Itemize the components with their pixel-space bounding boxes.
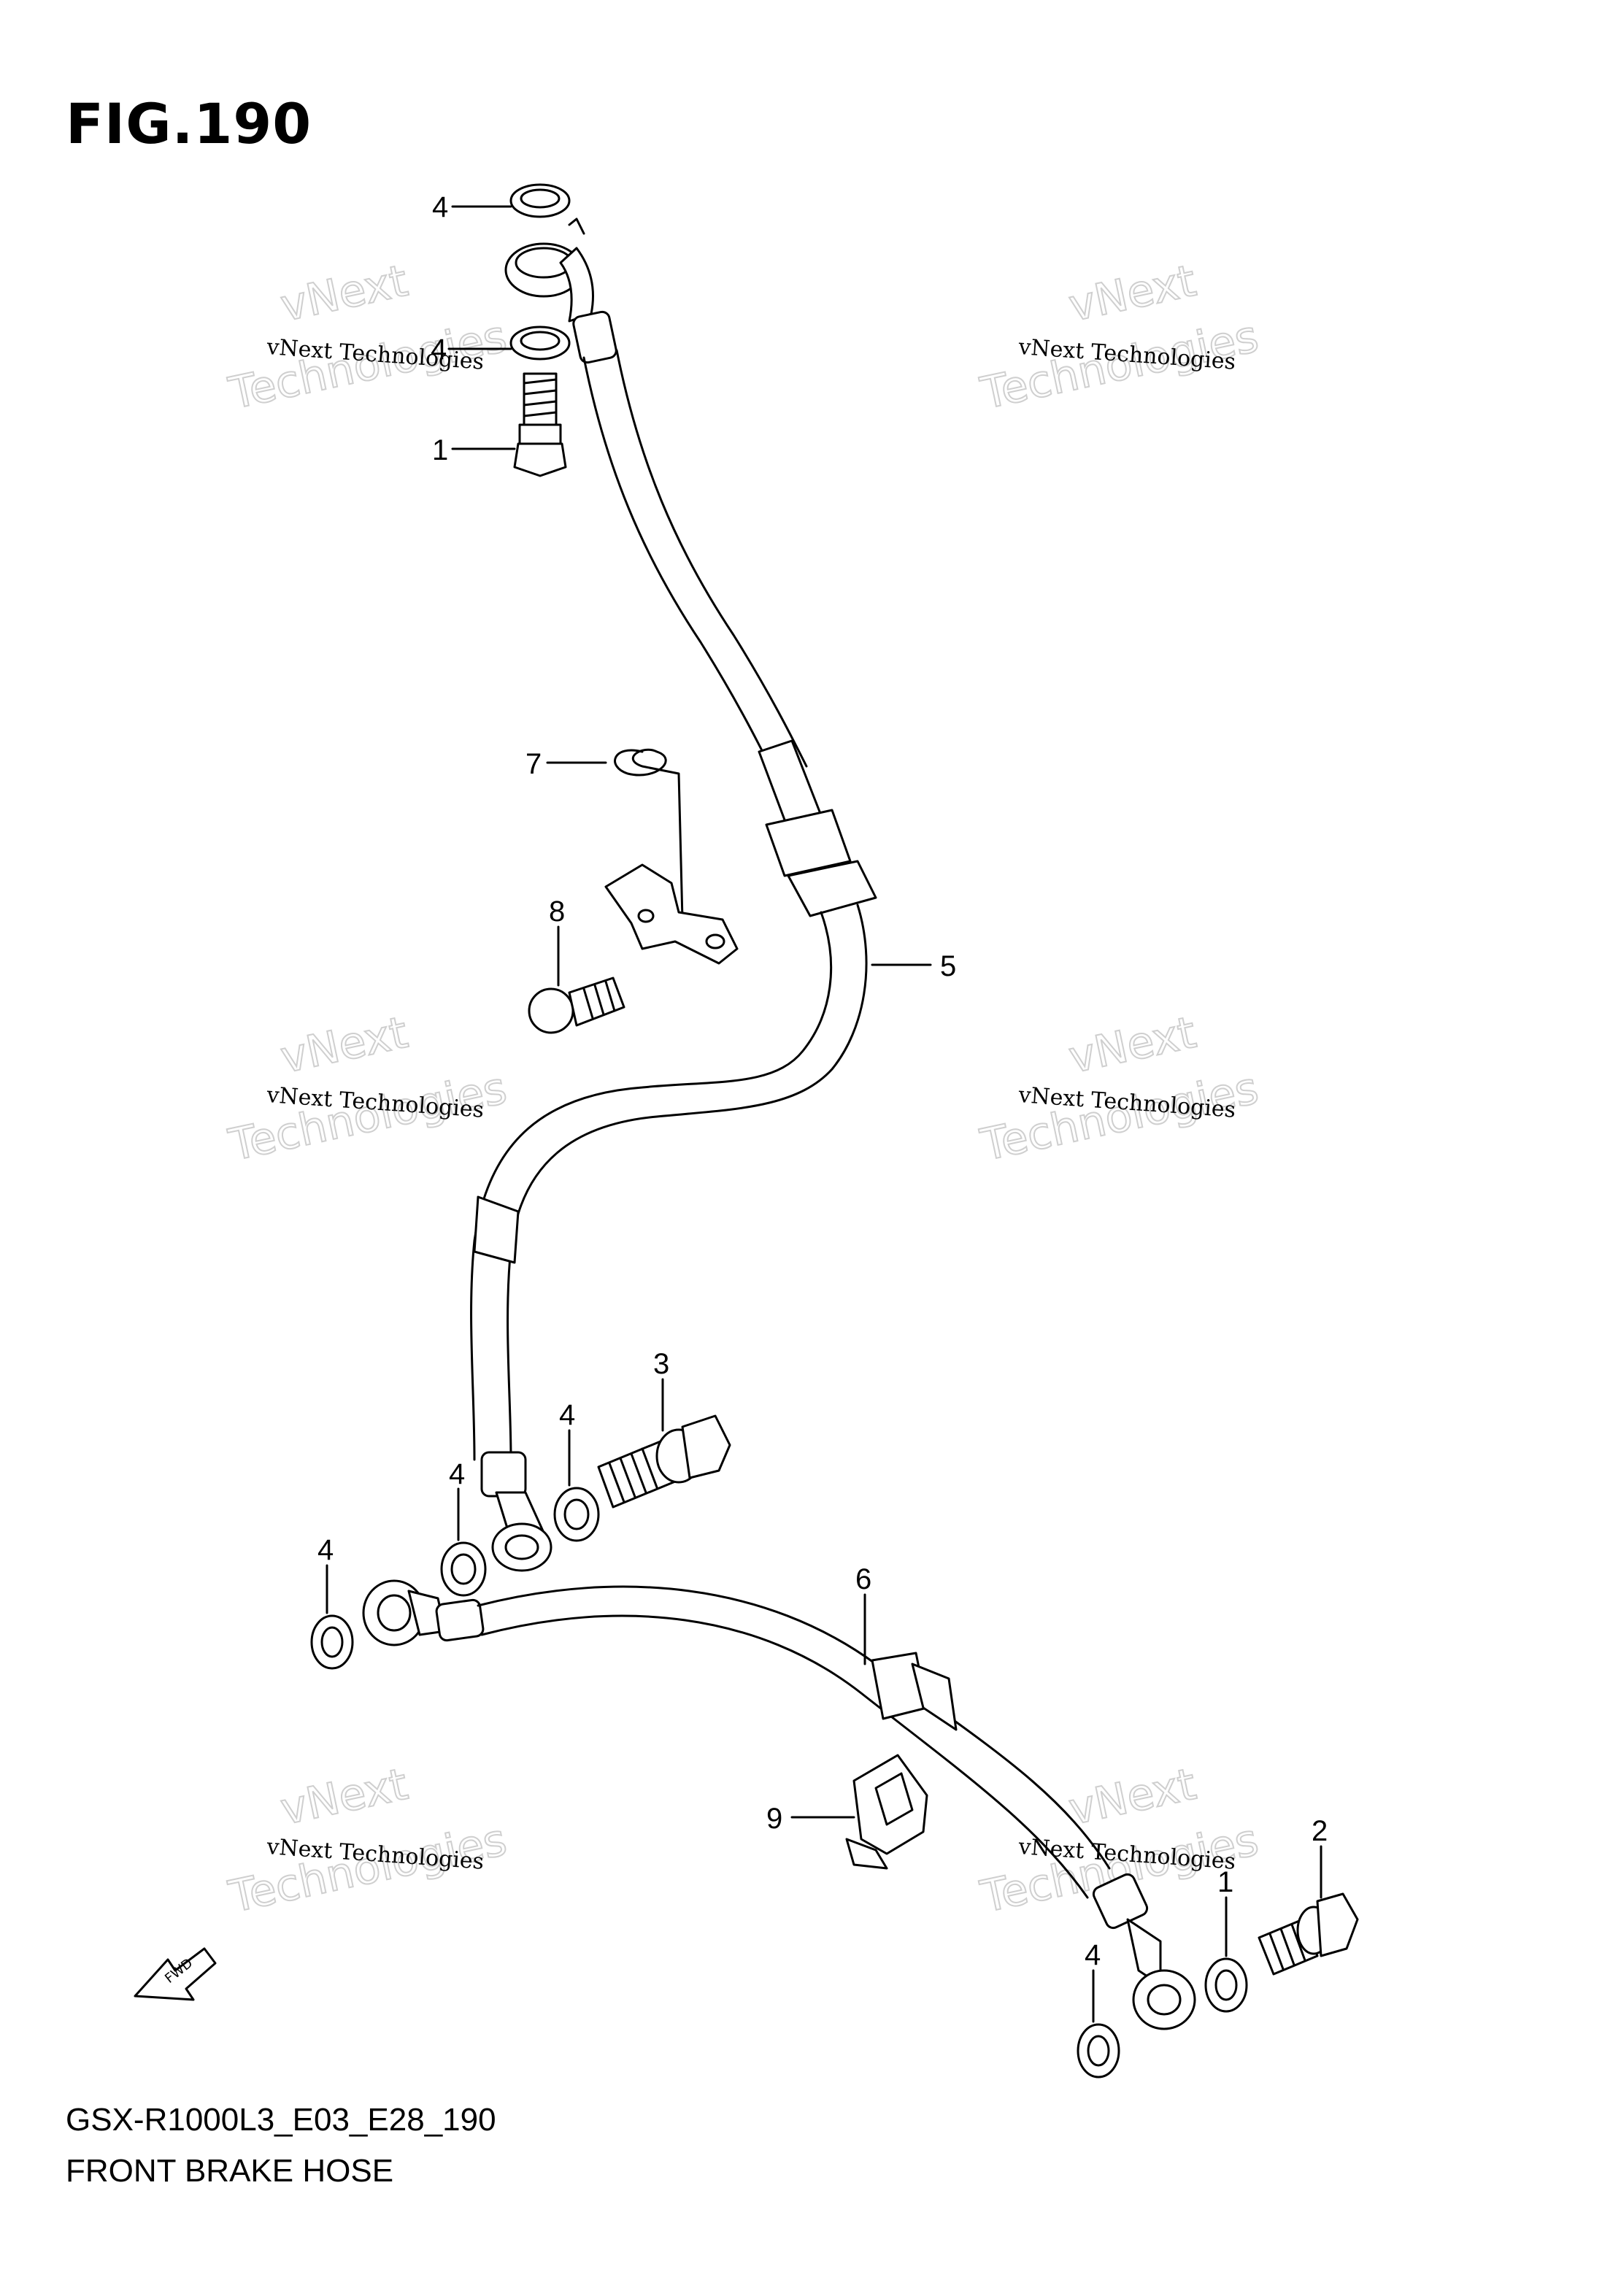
bolt-head — [1316, 1892, 1359, 1957]
top-banjo-neck — [559, 247, 594, 323]
callout-4-top: 4 — [432, 191, 448, 223]
bolt-collar — [518, 423, 562, 445]
callout-2: 2 — [1312, 1815, 1328, 1847]
washer-inner — [520, 331, 561, 351]
watermark-big-vnext: vNext — [277, 1007, 412, 1084]
washer-inner — [320, 1626, 344, 1658]
lower-hose-grommet-side — [911, 1663, 958, 1731]
clamp-body — [852, 1754, 928, 1855]
left-banjo-hole — [377, 1594, 412, 1632]
watermark-big-vnext: vNext — [1065, 1759, 1201, 1835]
watermark-big-vnext: vNext — [1065, 1007, 1201, 1084]
bolt-head — [528, 987, 574, 1034]
hose-bracket — [604, 863, 739, 965]
lower-hose-bottom-edge — [480, 1614, 1089, 1899]
bolt-thread-lines — [1268, 1923, 1306, 1971]
top-washer-upper — [509, 183, 571, 218]
lower-hose-top-edge — [477, 1585, 1111, 1870]
callout-labels: 4 4 1 7 8 5 3 4 4 4 6 9 2 1 4 — [317, 191, 1328, 1971]
middle-washer-left — [440, 1541, 487, 1597]
right-washer-lower — [1077, 2023, 1120, 2079]
watermark-top-right: vNext Technologies vNext Technologies — [976, 255, 1264, 420]
bolt-head — [513, 442, 567, 477]
bolt-shank — [568, 976, 625, 1027]
callout-4-mid-right: 4 — [559, 1399, 575, 1431]
clip-wire — [614, 748, 684, 921]
watermark-big-vnext: vNext — [277, 1759, 412, 1835]
callout-4-second: 4 — [431, 334, 447, 366]
washer-inner — [563, 1498, 590, 1530]
middle-washer-right — [553, 1487, 600, 1542]
bracket-plate — [604, 863, 739, 965]
clamp-inner — [874, 1772, 914, 1826]
lower-hose-sleeve — [473, 1195, 520, 1264]
bolt-thread-lines — [523, 378, 558, 417]
lower-brake-hose-6 — [362, 1579, 1196, 2030]
callout-6: 6 — [855, 1563, 871, 1595]
bolt-head — [681, 1414, 731, 1479]
bracket-hole — [637, 909, 655, 923]
callout-1-right: 1 — [1217, 1866, 1233, 1898]
callout-leaders — [326, 205, 1322, 2023]
far-left-washer — [310, 1614, 354, 1670]
forward-direction-arrow-icon: FWD — [134, 1947, 217, 2001]
callout-3: 3 — [653, 1348, 669, 1380]
callout-8: 8 — [549, 895, 565, 928]
watermark-big-vnext: vNext — [1065, 255, 1201, 332]
washer-inner — [1214, 1969, 1238, 2001]
top-washer-lower — [509, 325, 571, 361]
callout-4-mid-left: 4 — [449, 1458, 465, 1490]
model-code: GSX-R1000L3_E03_E28_190 — [66, 2102, 496, 2138]
right-union-bolt-2 — [1258, 1892, 1359, 1976]
middle-union-bolt-3 — [597, 1414, 731, 1509]
lower-section-right-edge — [507, 904, 868, 1461]
right-banjo-hole — [1147, 1984, 1182, 2016]
clamp-tab — [845, 1838, 888, 1870]
callout-5: 5 — [940, 950, 956, 982]
hose-clip-7 — [614, 748, 684, 921]
left-hose-ferrule — [435, 1598, 485, 1642]
callout-4-far-left: 4 — [317, 1534, 334, 1566]
bracket-bolt-8 — [528, 976, 625, 1034]
lower-banjo-hole — [504, 1534, 539, 1560]
bolt-thread-lines — [608, 1447, 658, 1503]
washer-inner — [450, 1553, 477, 1585]
right-washer-upper — [1204, 1957, 1248, 2013]
bolt-thread-lines — [582, 980, 616, 1020]
watermark-top-left: vNext Technologies vNext Technologies — [224, 255, 512, 420]
callout-7: 7 — [525, 748, 542, 780]
grommet-upper-block — [765, 809, 852, 877]
top-banjo-tab — [568, 217, 585, 235]
washer-inner — [1087, 2035, 1110, 2067]
watermark-big-vnext: vNext — [277, 255, 412, 332]
upper-hose-left-edge — [582, 356, 775, 775]
washer-inner — [520, 188, 561, 209]
callout-4-right: 4 — [1085, 1939, 1101, 1971]
figure-title: FIG.190 — [66, 91, 312, 156]
watermark-mid-left: vNext Technologies vNext Technologies — [224, 1006, 512, 1172]
watermark-mid-right: vNext Technologies vNext Technologies — [976, 1006, 1264, 1172]
callout-1-top: 1 — [432, 434, 448, 466]
section-name: FRONT BRAKE HOSE — [66, 2153, 394, 2189]
upper-hose-right-edge — [615, 349, 808, 768]
fwd-arrow-shape — [134, 1947, 217, 2001]
callout-9: 9 — [766, 1803, 782, 1835]
lower-section-left-edge — [470, 911, 833, 1461]
hose-clamp-9 — [845, 1754, 928, 1870]
grommet-lower-block — [787, 860, 877, 917]
lower-hose-ferrule — [480, 1451, 527, 1498]
top-hose-ferrule — [572, 310, 617, 364]
watermark-group: vNext Technologies vNext Technologies vN… — [224, 255, 1264, 1924]
watermark-bottom-left: vNext Technologies vNext Technologies — [224, 1758, 512, 1924]
upper-brake-hose-5 — [470, 217, 877, 1572]
bracket-hole — [705, 933, 725, 949]
top-union-bolt — [513, 372, 567, 477]
